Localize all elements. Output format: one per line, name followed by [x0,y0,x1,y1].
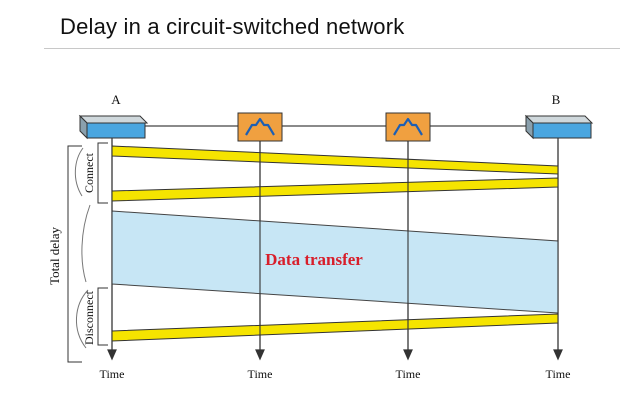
time-label-b: Time [546,367,571,381]
disconnect-curve [75,289,89,349]
transfer-curve [81,204,91,283]
time-label-switch-1: Time [248,367,273,381]
time-label-a: Time [100,367,125,381]
connect-curve [74,147,84,197]
connect-label: Connect [82,152,96,193]
node-b-label: B [552,92,561,107]
disconnect-bracket [97,287,108,346]
connect-ack-band [111,177,559,202]
connect-request-band [111,145,559,175]
timeline-b-arrow [553,349,563,361]
timeline-switch-1-arrow [255,349,265,361]
node-a-icon [78,114,149,140]
disconnect-label: Disconnect [82,290,96,345]
total-delay-bracket [67,145,82,363]
total-delay-label: Total delay [47,227,62,285]
timeline-a-arrow [107,349,117,361]
switch-1-icon [237,112,283,142]
title-divider [44,48,620,49]
slide-title: Delay in a circuit-switched network [60,14,405,39]
node-b-icon [524,114,594,140]
time-label-switch-2: Time [396,367,421,381]
data-transfer-label: Data transfer [265,250,363,269]
node-a-label: A [111,92,121,107]
disconnect-band [111,313,559,342]
connect-bracket [97,142,108,204]
timeline-switch-2-arrow [403,349,413,361]
switch-2-icon [385,112,431,142]
